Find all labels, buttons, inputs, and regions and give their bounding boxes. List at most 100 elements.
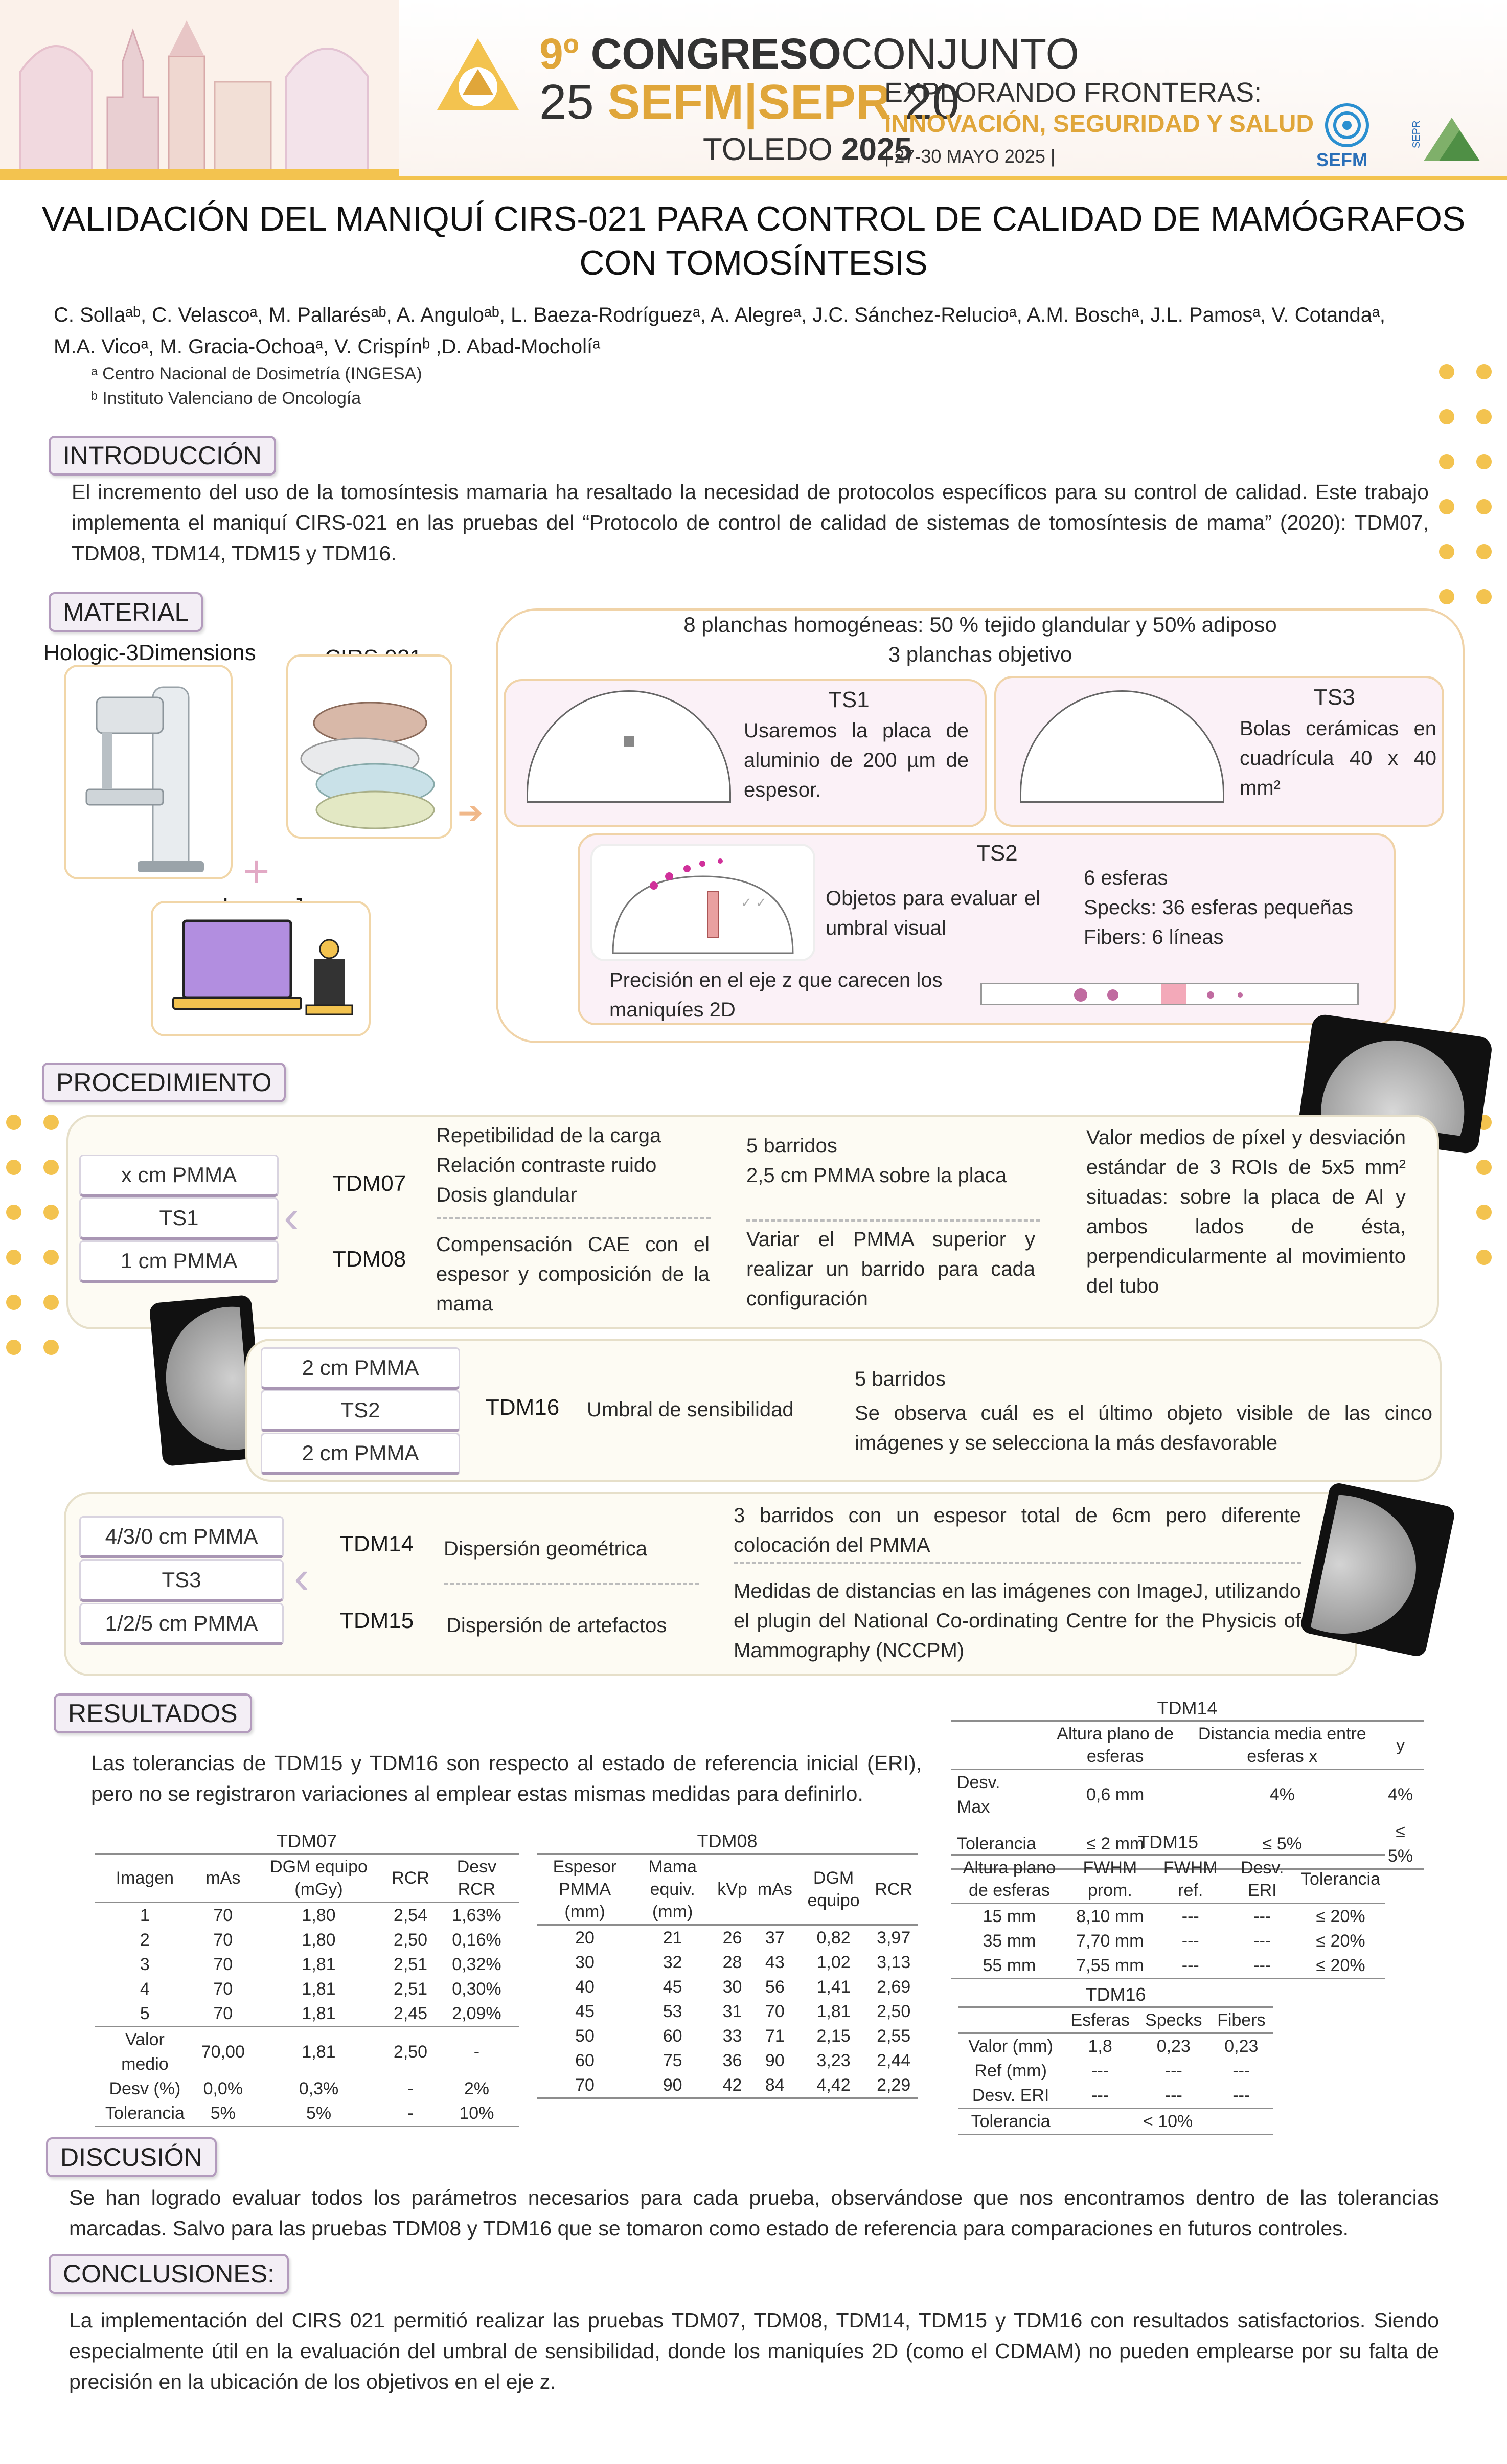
imagej-image <box>151 901 371 1036</box>
ts1-text: Usaremos la placa de aluminio de 200 µm … <box>744 719 969 801</box>
p3-stack-top: 4/3/0 cm PMMA <box>79 1516 284 1558</box>
congress-title-line2: 25 SEFM|SEPR 20 <box>539 75 960 129</box>
congress-title-line1: 9º CONGRESOCONJUNTO <box>539 30 1079 78</box>
procedure-panel-1 <box>66 1115 1439 1329</box>
sefm-logo-icon <box>1325 103 1369 147</box>
p1-mid-divider <box>746 1219 1040 1222</box>
sepr-logo-icon <box>1424 118 1480 161</box>
ts2-fibers: Fibers: 6 líneas <box>1084 926 1224 948</box>
plus-icon: + <box>243 846 270 897</box>
ts2-specks: Specks: 36 esferas pequeñas <box>1084 896 1354 919</box>
hologic-label: Hologic-3Dimensions <box>43 640 256 665</box>
cirs-phantom-icon <box>300 702 435 829</box>
congress-city: TOLEDO 2025 <box>703 132 912 167</box>
table-row: Desv. ERI--------- <box>972 2086 1250 2105</box>
p2-code-tdm16: TDM16 <box>486 1395 560 1420</box>
table-row: Desv (%)0,0%0,3%-2% <box>109 2079 489 2098</box>
p2-right-2: Se observa cuál es el último objeto visi… <box>855 1402 1432 1454</box>
p3-right-2: Medidas de distancias en las imágenes co… <box>734 1580 1301 1662</box>
affiliation-a: ᵃ Centro Nacional de Dosimetría (INGESA) <box>91 364 422 383</box>
material-heading: MATERIAL <box>49 592 203 632</box>
p3-bracket-icon: ‹ <box>294 1552 309 1603</box>
hologic-image <box>64 665 233 879</box>
laptop-microscope-icon <box>172 919 353 1015</box>
affiliation-b: ᵇ Instituto Valenciano de Oncología <box>91 389 361 408</box>
p3-desc-2: Dispersión de artefactos <box>446 1614 667 1637</box>
results-heading: RESULTADOS <box>54 1693 252 1733</box>
header-gold-line <box>0 176 1507 180</box>
p3-right-divider <box>734 1562 1301 1564</box>
procedure-heading: PROCEDIMIENTO <box>42 1063 286 1102</box>
table-row: Ref (mm)--------- <box>974 2061 1250 2081</box>
mammography-unit-icon <box>85 686 204 872</box>
ts1-al-plate <box>624 736 634 747</box>
p2-stack-bot: 2 cm PMMA <box>261 1433 460 1475</box>
ts2-phantom-diagram: ✓ ✓ <box>590 844 815 961</box>
p1-mid-2: Variar el PMMA superior y realizar un ba… <box>746 1228 1035 1310</box>
p2-desc: Umbral de sensibilidad <box>587 1398 794 1421</box>
intro-text: El incremento del uso de la tomosíntesis… <box>72 480 1429 565</box>
ts2-spheres: 6 esferas <box>1084 867 1168 889</box>
p2-stack-top: 2 cm PMMA <box>261 1347 460 1390</box>
congress-logo-icon <box>437 38 519 110</box>
svg-text:✓ ✓: ✓ ✓ <box>741 895 767 910</box>
conclusions-heading: CONCLUSIONES: <box>49 2254 289 2294</box>
p1-divider <box>437 1217 711 1219</box>
plates-text: 8 planchas homogéneas: 50 % tejido gland… <box>683 613 1277 666</box>
p1-mid-1: 5 barridos 2,5 cm PMMA sobre la placa <box>746 1135 1007 1187</box>
intro-heading: INTRODUCCIÓN <box>49 436 276 476</box>
toledo-skyline-illustration <box>0 0 399 176</box>
discussion-text: Se han logrado evaluar todos los parámet… <box>69 2186 1439 2240</box>
p3-divider <box>444 1583 699 1585</box>
discussion-heading: DISCUSIÓN <box>46 2137 217 2177</box>
ts3-title: TS3 <box>1314 685 1355 710</box>
p1-stack-top: x cm PMMA <box>79 1155 279 1197</box>
cirs-image <box>286 654 452 839</box>
table-row: Tolerancia< 10% <box>958 2108 1273 2135</box>
p3-desc-1: Dispersión geométrica <box>444 1538 647 1560</box>
p3-code-tdm15: TDM15 <box>340 1608 414 1633</box>
sefm-logo-text: SEFM <box>1316 149 1368 170</box>
poster-title: VALIDACIÓN DEL MANIQUÍ CIRS-021 PARA CON… <box>41 199 1466 282</box>
ts2-title: TS2 <box>976 841 1018 866</box>
header-banner: 9º CONGRESOCONJUNTO 25 SEFM|SEPR 20 TOLE… <box>0 0 1507 180</box>
congress-tagline-1: EXPLORANDO FRONTERAS: <box>884 77 1262 108</box>
congress-dates: | 27-30 MAYO 2025 | <box>884 146 1056 167</box>
p1-code-tdm07: TDM07 <box>332 1171 406 1196</box>
authors-block: C. Sollaᵃᵇ, C. Velascoᵃ, M. Pallarésᵃᵇ, … <box>54 304 1385 358</box>
congress-tagline-2: INNOVACIÓN, SEGURIDAD Y SALUD <box>884 110 1314 138</box>
tdm08-table: TDM08 Espesor PMMA (mm)Mama equiv. (mm) … <box>537 1829 918 2099</box>
p3-stack-bot: 1/2/5 cm PMMA <box>79 1603 284 1645</box>
p1-stack-bot: 1 cm PMMA <box>79 1240 279 1283</box>
sepr-logo-text: SEPR <box>1411 120 1422 148</box>
p1-desc-2: Compensación CAE con el espesor y compos… <box>436 1233 710 1315</box>
conclusions-text: La implementación del CIRS 021 permitió … <box>69 2309 1439 2393</box>
p3-code-tdm14: TDM14 <box>340 1531 414 1556</box>
ts1-title: TS1 <box>828 687 870 712</box>
p1-bracket-icon: ‹ <box>284 1191 299 1242</box>
p1-right: Valor medios de píxel y desviación están… <box>1086 1126 1406 1297</box>
ts2-text: Objetos para evaluar el umbral visual <box>826 887 1040 939</box>
p1-code-tdm08: TDM08 <box>332 1247 406 1272</box>
p2-right-1: 5 barridos <box>855 1368 946 1390</box>
ts2-profile-diagram <box>980 983 1359 1005</box>
ts3-text: Bolas cerámicas en cuadrícula 40 x 40 mm… <box>1240 717 1436 799</box>
